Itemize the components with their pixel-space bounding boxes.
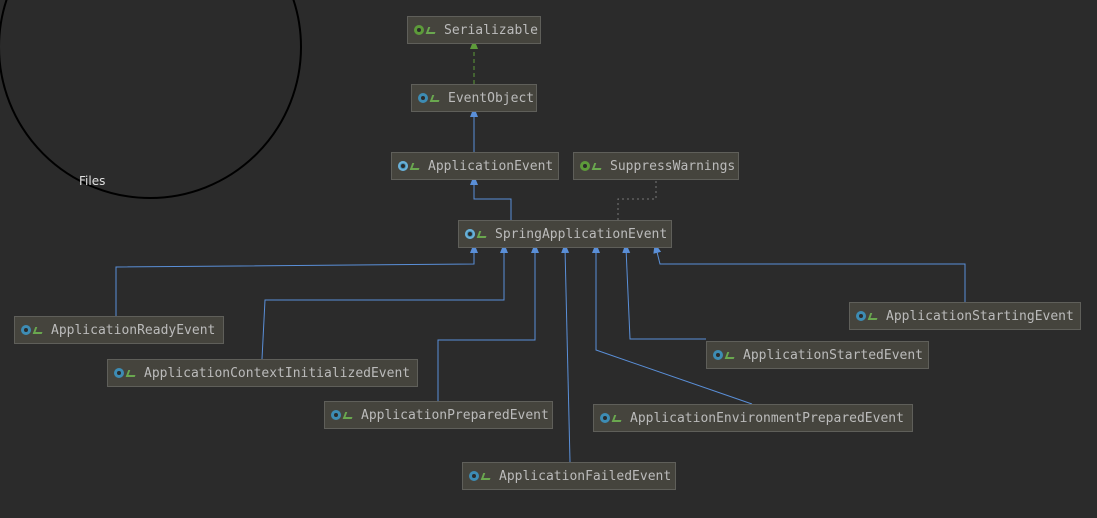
edge-extends-application-prepared-event bbox=[437, 243, 539, 401]
node-label: SuppressWarnings bbox=[610, 158, 736, 174]
class-icon bbox=[331, 410, 341, 420]
public-link-icon bbox=[611, 414, 624, 422]
node-application-started-event[interactable]: ApplicationStartedEvent bbox=[706, 341, 929, 369]
files-label: Files bbox=[79, 174, 106, 188]
edges-layer bbox=[115, 39, 966, 463]
node-application-context-initialized-event[interactable]: ApplicationContextInitializedEvent bbox=[107, 359, 418, 387]
node-label: ApplicationFailedEvent bbox=[499, 468, 672, 484]
node-label: ApplicationStartedEvent bbox=[743, 347, 924, 363]
public-link-icon bbox=[425, 26, 438, 34]
node-label: ApplicationReadyEvent bbox=[51, 322, 216, 338]
abstract-class-icon bbox=[398, 161, 408, 171]
class-icon bbox=[418, 93, 428, 103]
abstract-class-icon bbox=[465, 229, 475, 239]
public-link-icon bbox=[32, 326, 45, 334]
public-link-icon bbox=[867, 312, 880, 320]
class-icon bbox=[713, 350, 723, 360]
node-application-failed-event[interactable]: ApplicationFailedEvent bbox=[462, 462, 676, 490]
node-label: ApplicationEvent bbox=[428, 158, 554, 174]
edge-extends-application-context-initialized-event bbox=[261, 243, 508, 360]
class-icon bbox=[21, 325, 31, 335]
public-link-icon bbox=[476, 230, 489, 238]
node-spring-application-event[interactable]: SpringApplicationEvent bbox=[458, 220, 672, 248]
cursor-circle-overlay bbox=[0, 0, 302, 199]
node-application-environment-prepared-event[interactable]: ApplicationEnvironmentPreparedEvent bbox=[593, 404, 913, 432]
node-application-starting-event[interactable]: ApplicationStartingEvent bbox=[849, 302, 1081, 330]
class-icon bbox=[600, 413, 610, 423]
edge-extends-application-starting-event bbox=[653, 243, 966, 302]
edge-extends-application-failed-event bbox=[561, 243, 571, 463]
node-label: ApplicationContextInitializedEvent bbox=[144, 365, 411, 381]
edge-annotation-spring-application-event bbox=[617, 180, 657, 220]
public-link-icon bbox=[591, 162, 604, 170]
public-link-icon bbox=[409, 162, 422, 170]
node-application-prepared-event[interactable]: ApplicationPreparedEvent bbox=[324, 401, 553, 429]
node-label: EventObject bbox=[448, 90, 535, 106]
node-label: ApplicationPreparedEvent bbox=[361, 407, 549, 423]
node-application-event[interactable]: ApplicationEvent bbox=[391, 152, 559, 180]
class-icon bbox=[856, 311, 866, 321]
edge-extends-application-started-event bbox=[622, 243, 706, 340]
interface-icon bbox=[414, 25, 424, 35]
edge-extends-application-ready-event bbox=[115, 243, 478, 316]
node-suppress-warnings[interactable]: SuppressWarnings bbox=[573, 152, 739, 180]
node-serializable[interactable]: Serializable bbox=[407, 16, 541, 44]
edge-extends-spring-application-event bbox=[470, 175, 512, 220]
node-label: ApplicationEnvironmentPreparedEvent bbox=[630, 410, 904, 426]
node-label: Serializable bbox=[444, 22, 538, 38]
class-icon bbox=[469, 471, 479, 481]
interface-icon bbox=[580, 161, 590, 171]
node-label: SpringApplicationEvent bbox=[495, 226, 668, 242]
public-link-icon bbox=[480, 472, 493, 480]
public-link-icon bbox=[342, 411, 355, 419]
edge-extends-application-environment-prepared-event bbox=[592, 243, 753, 405]
class-icon bbox=[114, 368, 124, 378]
public-link-icon bbox=[724, 351, 737, 359]
node-label: ApplicationStartingEvent bbox=[886, 308, 1074, 324]
public-link-icon bbox=[125, 369, 138, 377]
node-application-ready-event[interactable]: ApplicationReadyEvent bbox=[14, 316, 224, 344]
node-event-object[interactable]: EventObject bbox=[411, 84, 537, 112]
public-link-icon bbox=[429, 94, 442, 102]
